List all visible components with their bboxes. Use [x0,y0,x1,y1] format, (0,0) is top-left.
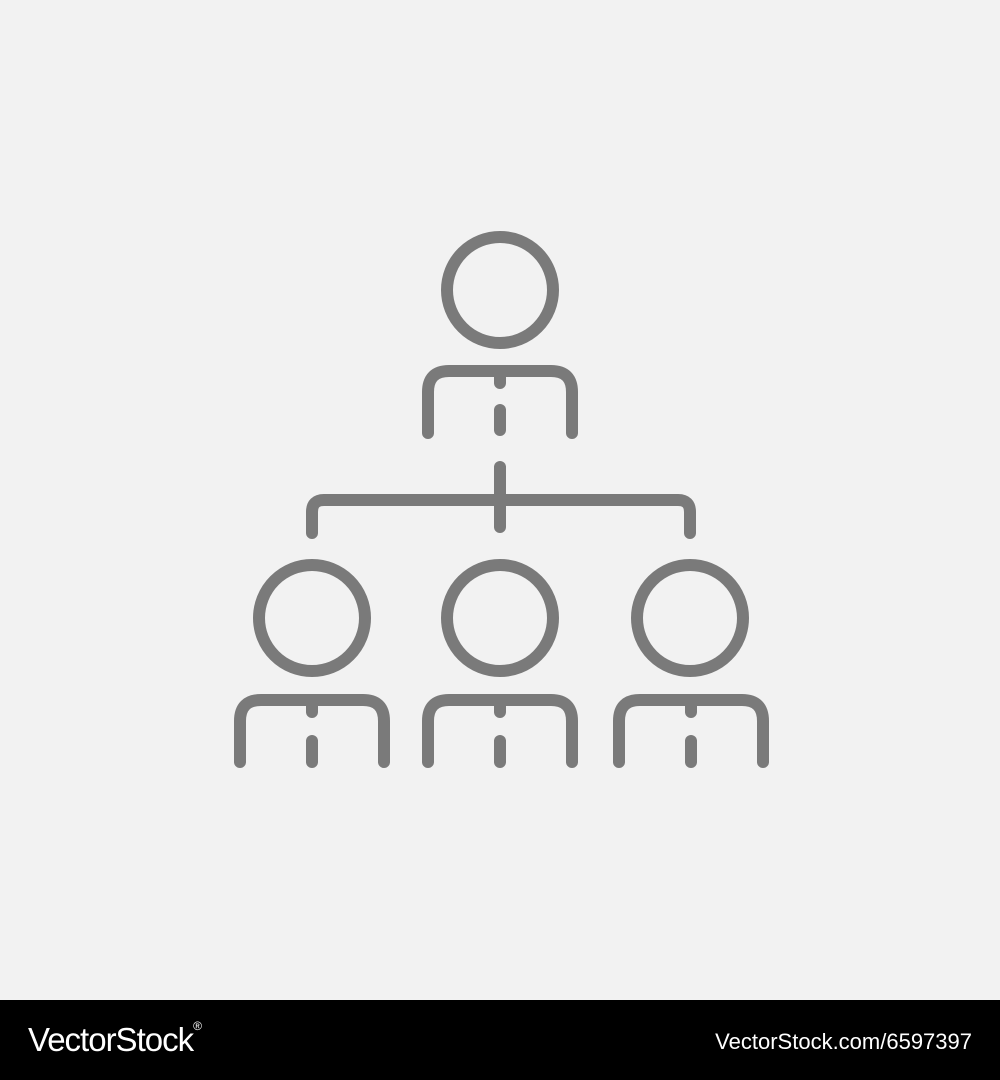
image-id-label: VectorStock.com/6597397 [715,1029,972,1054]
brand-name: VectorStock [28,1021,194,1058]
middle-member-head [441,559,559,677]
hierarchy-connector [306,461,696,539]
watermark-footer: VectorStock® VectorStock.com/6597397 [0,1000,1000,1080]
right-member-head [631,559,749,677]
registered-mark: ® [193,1019,202,1033]
left-member-head [253,559,371,677]
brand-logo: VectorStock® [28,1018,202,1062]
leader-person-icon [422,231,578,439]
team-member-left-icon [234,559,390,768]
hierarchy-org-chart-icon [234,231,769,768]
team-member-right-icon [613,559,769,768]
illustration-canvas [234,231,769,768]
leader-head [441,231,559,349]
team-member-middle-icon [422,559,578,768]
connector-branch [306,494,696,539]
